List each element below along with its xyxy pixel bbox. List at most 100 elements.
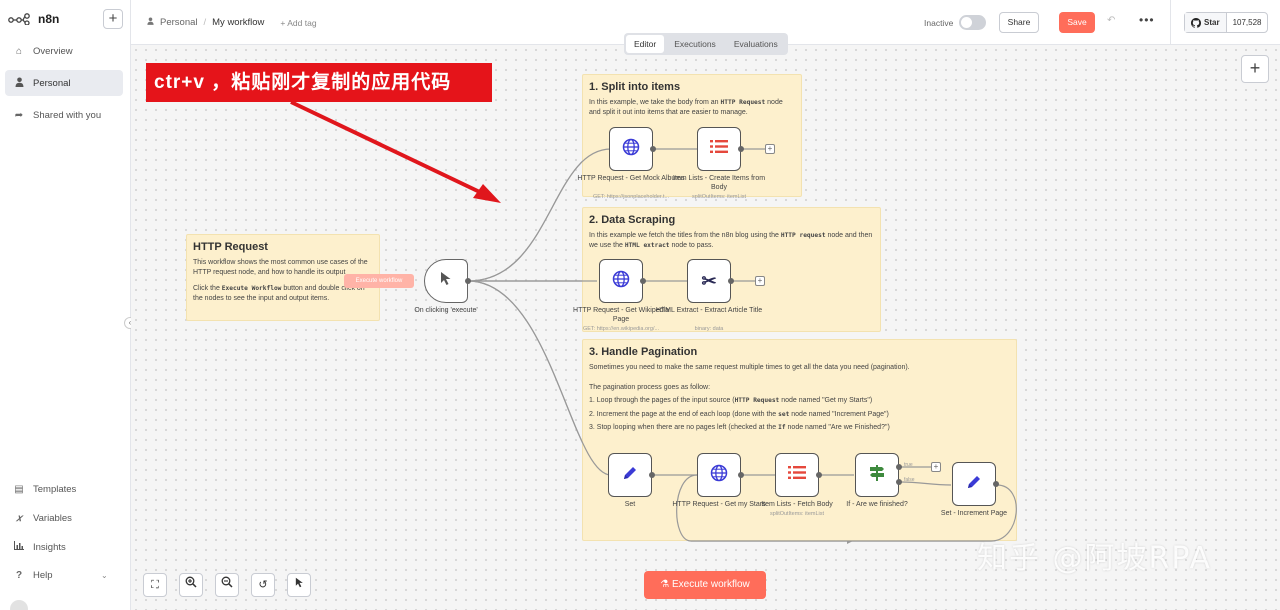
chevron-down-icon: ⌄ bbox=[101, 570, 108, 580]
node-set-increment-page[interactable] bbox=[952, 462, 996, 506]
node-output-port[interactable] bbox=[649, 472, 655, 478]
github-star: Star bbox=[1185, 13, 1227, 32]
github-star-count: 107,528 bbox=[1232, 18, 1262, 27]
node-output-port[interactable] bbox=[728, 278, 734, 284]
reset-zoom-button[interactable]: ↺ bbox=[251, 573, 275, 597]
note-text: 3. Stop looping when there are no pages … bbox=[589, 424, 890, 431]
node-set[interactable] bbox=[608, 453, 652, 497]
sidebar-item-personal[interactable]: Personal bbox=[5, 70, 123, 96]
app-name: n8n bbox=[38, 12, 60, 26]
node-if-are-we-finished[interactable] bbox=[855, 453, 899, 497]
node-subtitle: GET: https://jsonplaceholder.t... bbox=[592, 194, 670, 200]
templates-icon: ▤ bbox=[14, 483, 24, 495]
tab-executions[interactable]: Executions bbox=[674, 39, 716, 49]
sidebar-item-label: Variables bbox=[33, 512, 72, 524]
note-title: HTTP Request bbox=[193, 241, 268, 253]
node-subtitle: binary: data bbox=[694, 326, 724, 332]
node-http-get-wikipedia[interactable] bbox=[599, 259, 643, 303]
node-output-port[interactable] bbox=[640, 278, 646, 284]
execute-workflow-label: Execute workflow bbox=[671, 579, 750, 590]
sidebar-item-label: Templates bbox=[33, 483, 77, 495]
workflow-canvas[interactable]: Editor Executions Evaluations + ctr+v ，粘… bbox=[131, 33, 1280, 610]
zoom-in-button[interactable] bbox=[179, 573, 203, 597]
github-star-label: Star bbox=[1204, 18, 1220, 27]
execute-workflow-button[interactable]: ⚗ Execute workflow bbox=[644, 571, 766, 599]
node-output-port-false[interactable] bbox=[896, 479, 902, 485]
add-next-node-button[interactable]: + bbox=[931, 462, 941, 472]
sidebar-item-help[interactable]: ? Help ⌄ bbox=[5, 562, 123, 588]
node-output-port[interactable] bbox=[650, 146, 656, 152]
github-icon bbox=[1191, 17, 1201, 28]
add-next-node-button[interactable]: + bbox=[755, 276, 765, 286]
watermark: 知乎 @阿坡RPA bbox=[977, 541, 1213, 576]
activation-toggle[interactable] bbox=[959, 15, 986, 30]
execute-workflow-pill[interactable]: Execute workflow bbox=[344, 274, 414, 288]
node-http-get-my-stars[interactable] bbox=[697, 453, 741, 497]
create-button[interactable]: + bbox=[103, 9, 123, 29]
sidebar-item-label: Help bbox=[33, 569, 53, 581]
help-icon: ? bbox=[15, 569, 23, 581]
pencil-icon bbox=[966, 474, 982, 495]
tab-evaluations[interactable]: Evaluations bbox=[733, 39, 778, 49]
github-star-button[interactable]: Star 107,528 bbox=[1184, 12, 1269, 33]
flask-icon: ⚗ bbox=[660, 579, 672, 590]
node-subtitle: GET: https://en.wikipedia.org/... bbox=[582, 326, 660, 332]
sidebar-item-shared[interactable]: ➦ Shared with you bbox=[5, 102, 123, 128]
node-item-lists-fetch-body[interactable] bbox=[775, 453, 819, 497]
node-http-get-mock-albums[interactable] bbox=[609, 127, 653, 171]
node-item-lists-create[interactable] bbox=[697, 127, 741, 171]
avatar[interactable] bbox=[10, 600, 28, 610]
home-icon: ⌂ bbox=[15, 45, 23, 57]
zoom-in-icon bbox=[185, 576, 197, 591]
list-icon bbox=[710, 139, 728, 159]
add-tag-link[interactable]: + Add tag bbox=[280, 17, 317, 28]
share-button[interactable]: Share bbox=[999, 12, 1039, 33]
signpost-icon bbox=[868, 464, 886, 487]
node-output-port[interactable] bbox=[993, 481, 999, 487]
zoom-out-button[interactable] bbox=[215, 573, 239, 597]
sidebar-item-variables[interactable]: 𝑥 Variables bbox=[5, 505, 123, 531]
sidebar-item-templates[interactable]: ▤ Templates bbox=[5, 476, 123, 502]
node-output-port[interactable] bbox=[738, 472, 744, 478]
node-html-extract[interactable]: ✂ bbox=[687, 259, 731, 303]
node-manual-trigger[interactable] bbox=[424, 259, 468, 303]
activation-status-label: Inactive bbox=[924, 18, 954, 28]
note-text: The pagination process goes as follow: bbox=[589, 383, 711, 391]
sidebar-item-insights[interactable]: Insights bbox=[5, 534, 123, 560]
header-divider bbox=[1170, 0, 1171, 45]
node-output-port[interactable] bbox=[465, 278, 471, 284]
note-text: This workflow shows the most common use … bbox=[193, 259, 368, 276]
sidebar-item-label: Shared with you bbox=[33, 109, 102, 121]
node-label: Set - Increment Page bbox=[940, 510, 1008, 517]
branch-label-false: false bbox=[904, 477, 915, 483]
tab-editor[interactable]: Editor bbox=[626, 35, 665, 53]
breadcrumb-separator: / bbox=[203, 17, 207, 28]
node-output-port[interactable] bbox=[816, 472, 822, 478]
sidebar: n8n + ⌂ Overview Personal ➦ Shared with … bbox=[0, 0, 131, 610]
zoom-to-fit-button[interactable]: ⛶ bbox=[143, 573, 167, 597]
breadcrumb-project[interactable]: Personal bbox=[160, 17, 198, 28]
annotation-banner: ctr+v ，粘贴刚才复制的应用代码 bbox=[146, 63, 492, 102]
workflow-name[interactable]: My workflow bbox=[212, 17, 265, 28]
n8n-logo-icon bbox=[8, 13, 30, 25]
zoom-out-icon bbox=[221, 576, 233, 591]
more-options-icon[interactable]: ••• bbox=[1139, 13, 1155, 27]
node-label: Item Lists - Create Items from Body bbox=[672, 175, 766, 191]
history-icon[interactable]: ↶ bbox=[1107, 15, 1116, 26]
cursor-icon bbox=[295, 577, 304, 591]
sidebar-item-overview[interactable]: ⌂ Overview bbox=[5, 38, 123, 64]
node-output-port[interactable] bbox=[738, 146, 744, 152]
globe-icon bbox=[622, 138, 640, 161]
add-node-button[interactable]: + bbox=[1241, 55, 1269, 83]
node-output-port-true[interactable] bbox=[896, 464, 902, 470]
n8n-logo[interactable]: n8n bbox=[8, 12, 59, 26]
pencil-icon bbox=[622, 465, 638, 486]
scissors-icon: ✂ bbox=[701, 270, 717, 291]
save-button[interactable]: Save bbox=[1059, 12, 1095, 33]
node-label: On clicking 'execute' bbox=[414, 307, 478, 314]
select-mode-button[interactable] bbox=[287, 573, 311, 597]
note-title: 2. Data Scraping bbox=[589, 214, 676, 226]
insights-icon bbox=[13, 541, 25, 553]
add-next-node-button[interactable]: + bbox=[765, 144, 775, 154]
